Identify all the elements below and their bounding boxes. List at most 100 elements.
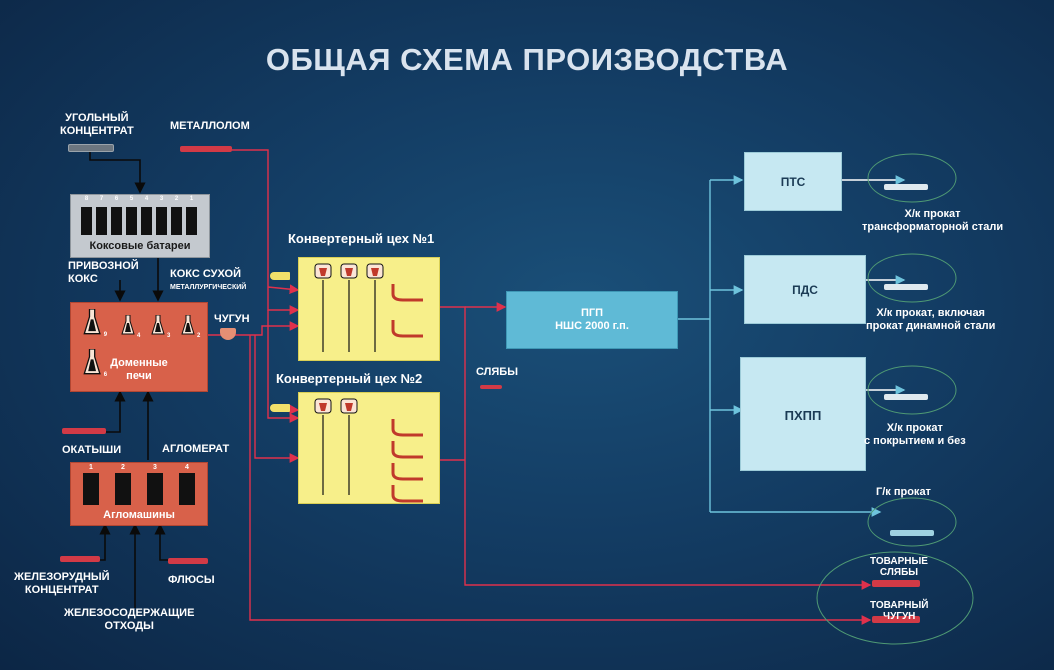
sinter-cell — [115, 473, 131, 505]
converter-vessel-icon — [340, 263, 358, 279]
page-title: ОБЩАЯ СХЕМА ПРОИЗВОДСТВА — [265, 42, 789, 77]
dry-coke-sublabel: МЕТАЛЛУРГИЧЕСКИЙ — [170, 284, 247, 291]
furnace-number: 6 — [103, 372, 108, 379]
battery-cell — [156, 207, 167, 235]
flux-line — [154, 523, 168, 561]
fluxes-label: ФЛЮСЫ — [168, 574, 215, 586]
pellets-label: ОКАТЫШИ — [62, 444, 122, 456]
hot-rolled-wagon-icon — [890, 530, 934, 536]
furnace-number: 9 — [103, 332, 108, 339]
dry-coke-wagon-icon — [270, 272, 290, 280]
furnace-number: 2 — [197, 333, 201, 339]
sinter-cell — [179, 473, 195, 505]
battery-cell — [111, 207, 122, 235]
converter1-block — [298, 257, 440, 361]
hot-output-ring — [867, 497, 957, 547]
iron-to-conv2-line — [254, 335, 300, 463]
conv2-interior — [314, 398, 423, 503]
iron-to-conv1-line — [200, 321, 300, 336]
phpp-label: ПХПП — [784, 408, 822, 423]
converter-vessel-icon — [366, 263, 384, 279]
furnace-icon — [151, 315, 165, 335]
battery-number: 2 — [174, 196, 179, 202]
furnace-icon — [83, 309, 101, 335]
coal-label: УГОЛЬНЫЙ КОНЦЕНТРАТ — [60, 112, 134, 137]
converter2-title: Конвертерный цех №2 — [276, 371, 423, 386]
battery-cell — [141, 207, 152, 235]
iron-ore-label: ЖЕЛЕЗОРУДНЫЙ КОНЦЕНТРАТ — [14, 571, 110, 596]
scrap-line — [232, 149, 300, 315]
pds-output-ring — [867, 253, 957, 303]
coal-material-icon — [68, 144, 114, 152]
scrap-label: МЕТАЛЛОЛОМ — [170, 120, 250, 132]
converter2-block — [298, 392, 440, 504]
transformer-output-label: Х/к прокат трансформаторной стали — [862, 208, 1004, 233]
furnace-icon — [121, 315, 135, 335]
battery-cell — [81, 207, 92, 235]
pgp-block: ПГП НШС 2000 г.п. — [506, 291, 678, 349]
sinter-number: 1 — [89, 464, 93, 471]
market-slabs-label: ТОВАРНЫЕ СЛЯБЫ — [870, 556, 928, 578]
dry-coke-label: КОКС СУХОЙ — [170, 268, 241, 280]
sinter-machines-block: 1 2 3 4 Агломашины — [70, 462, 208, 526]
phpp-block: ПХПП — [740, 357, 866, 471]
furnace-number: 4 — [137, 333, 141, 339]
slab-icon — [480, 385, 502, 389]
coke-batteries-block: 8 7 6 5 4 3 2 1 Коксовые батареи — [70, 194, 210, 258]
converter1-title: Конвертерный цех №1 — [288, 231, 435, 246]
pts-label: ПТС — [780, 175, 806, 189]
battery-cell — [186, 207, 197, 235]
hot-rolled-output-label: Г/к прокат — [876, 486, 931, 498]
market-output-ring — [816, 551, 974, 645]
battery-number: 6 — [114, 196, 119, 202]
pds-label: ПДС — [792, 283, 818, 297]
converter-vessel-icon — [340, 398, 358, 414]
phpp-output-ring — [867, 365, 957, 415]
converter-vessel-icon — [314, 263, 332, 279]
scrap-material-icon — [180, 146, 232, 152]
pellets-line — [105, 390, 126, 433]
furnace-icon — [83, 349, 101, 375]
battery-cell — [96, 207, 107, 235]
blast-furnaces-label: Доменные печи — [110, 357, 168, 382]
sinter-number: 4 — [185, 464, 189, 471]
slabs-label: СЛЯБЫ — [476, 366, 518, 378]
market-iron-line — [249, 335, 872, 625]
battery-number: 3 — [159, 196, 164, 202]
sinter-number: 2 — [121, 464, 125, 471]
pellets-material-icon — [62, 428, 106, 434]
furnace-icon — [181, 315, 195, 335]
coated-wagon-icon — [884, 394, 928, 400]
ore-line — [80, 523, 111, 561]
market-iron-wagon-icon — [872, 616, 920, 623]
sinter-cell — [83, 473, 99, 505]
pts-output-ring — [867, 153, 957, 203]
dynamo-output-label: Х/к прокат, включая прокат динамной стал… — [866, 307, 996, 332]
conv1-interior — [314, 263, 423, 352]
battery-number: 8 — [84, 196, 89, 202]
flux-material-icon — [168, 558, 208, 564]
ore-material-icon — [60, 556, 100, 562]
pds-block: ПДС — [744, 255, 866, 324]
sinter-cell — [147, 473, 163, 505]
coke-batteries-label: Коксовые батареи — [89, 240, 191, 252]
transformer-wagon-icon — [884, 184, 928, 190]
imported-coke-label: ПРИВОЗНОЙ КОКС — [68, 260, 139, 285]
battery-number: 4 — [144, 196, 149, 202]
coated-output-label: Х/к прокат с покрытием и без — [864, 422, 966, 447]
battery-cell — [126, 207, 137, 235]
scrap-wagon-icon — [270, 404, 290, 412]
battery-cell — [171, 207, 182, 235]
coal-to-coke-line — [89, 152, 146, 194]
pts-block: ПТС — [744, 152, 842, 211]
sinter-machines-label: Агломашины — [103, 509, 175, 521]
battery-number: 7 — [99, 196, 104, 202]
battery-number: 5 — [129, 196, 134, 202]
agglomerate-label: АГЛОМЕРАТ — [162, 443, 230, 455]
battery-number: 1 — [189, 196, 194, 202]
converter-vessel-icon — [314, 398, 332, 414]
sinter-number: 3 — [153, 464, 157, 471]
market-slabs-wagon-icon — [872, 580, 920, 587]
